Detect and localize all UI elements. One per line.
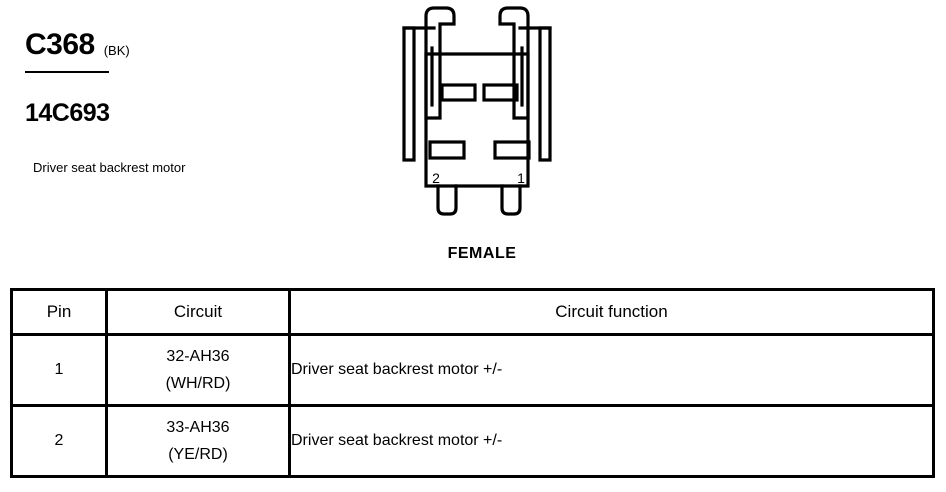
connector-code-row: C368 (BK): [25, 30, 130, 60]
circuit-colors: (WH/RD): [165, 375, 231, 392]
right-outer-rail: [538, 26, 552, 162]
cell-circuit: 32-AH36 (WH/RD): [105, 333, 291, 407]
connector-description: Driver seat backrest motor: [33, 160, 186, 175]
cell-circuit: 33-AH36 (YE/RD): [105, 404, 291, 478]
table-header-row: Pin Circuit Circuit function: [10, 288, 935, 336]
connector-part-number: 14C693: [25, 99, 110, 127]
cell-function: Driver seat backrest motor +/-: [288, 404, 935, 478]
column-header-function: Circuit function: [288, 288, 935, 336]
terminal-cavity-2: [428, 140, 466, 160]
upper-slot-right: [482, 83, 519, 102]
circuit-code: 32-AH36: [166, 348, 230, 365]
connector-code: C368: [25, 28, 95, 61]
terminal-cavity-1: [493, 140, 531, 160]
connector-identification-block: C368 (BK) 14C693 Driver seat backrest mo…: [0, 0, 330, 230]
circuit-code: 33-AH36: [166, 419, 230, 436]
connector-diagram: 2 1 FEMALE: [382, 0, 582, 275]
pin-number-label-2: 2: [432, 170, 440, 186]
bottom-tab-left: [436, 184, 458, 216]
upper-slot-left: [440, 83, 477, 102]
cell-pin: 2: [10, 404, 108, 478]
code-underline-rule: [25, 71, 109, 73]
table-row: 2 33-AH36 (YE/RD) Driver seat backrest m…: [10, 404, 935, 478]
bottom-tab-right: [500, 184, 522, 216]
connector-face-drawing: [402, 6, 552, 216]
table-row: 1 32-AH36 (WH/RD) Driver seat backrest m…: [10, 333, 935, 407]
cell-pin: 1: [10, 333, 108, 407]
right-latch-hook: [498, 6, 530, 120]
connector-gender-label: FEMALE: [447, 245, 517, 262]
left-outer-rail: [402, 26, 416, 162]
column-header-circuit: Circuit: [105, 288, 291, 336]
pinout-table: Pin Circuit Circuit function 1 32-AH36 (…: [10, 288, 935, 478]
column-header-pin: Pin: [10, 288, 108, 336]
cell-function: Driver seat backrest motor +/-: [288, 333, 935, 407]
pin-number-label-1: 1: [517, 170, 525, 186]
connector-body: [424, 52, 530, 188]
left-latch-hook: [424, 6, 456, 120]
connector-color-code: (BK): [103, 43, 130, 58]
circuit-colors: (YE/RD): [168, 446, 228, 463]
